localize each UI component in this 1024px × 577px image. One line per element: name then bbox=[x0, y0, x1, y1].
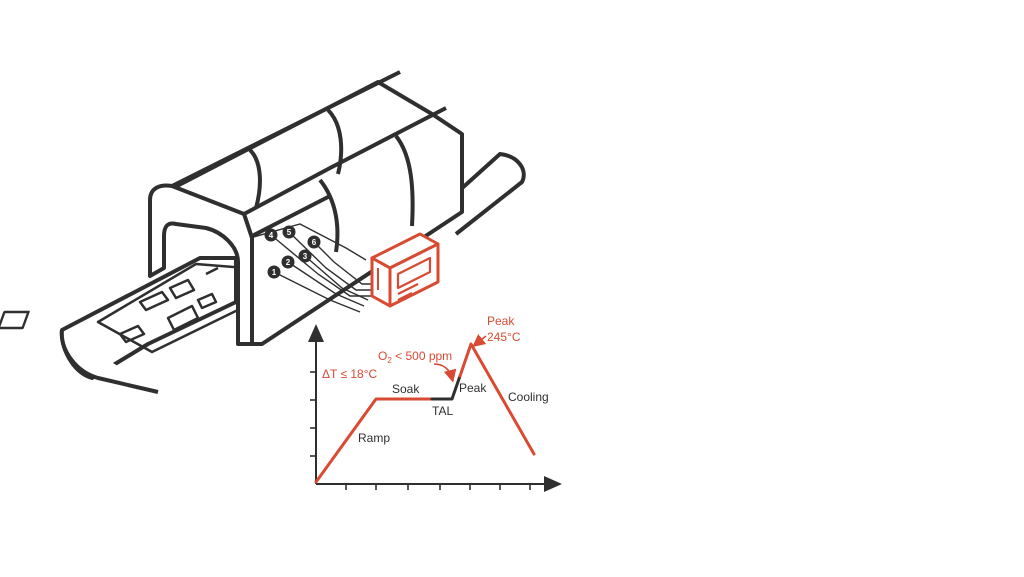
data-logger-icon bbox=[370, 232, 440, 308]
thermocouple-bead-icon: 3 bbox=[298, 249, 312, 263]
ramp-label: Ramp bbox=[358, 431, 390, 445]
peak-cooling-segment bbox=[458, 342, 536, 456]
o2-label: O2 < 500 ppm bbox=[378, 349, 452, 365]
profile-labels: ΔT ≤ 18°C O2 < 500 ppm Peak 245°C Soak R… bbox=[322, 314, 549, 445]
bead-label-6: 6 bbox=[312, 238, 317, 247]
thermocouple-bead-icon: 4 bbox=[264, 228, 278, 242]
ramp-soak-segment bbox=[314, 397, 434, 484]
peak-temp-label: 245°C bbox=[487, 330, 521, 344]
bead-label-1: 1 bbox=[272, 268, 277, 277]
soak-label: Soak bbox=[392, 382, 420, 396]
cooling-label: Cooling bbox=[508, 390, 549, 404]
peak-arrow bbox=[472, 334, 487, 347]
thermocouple-beads: 1 2 3 4 5 6 bbox=[264, 225, 321, 279]
thermocouple-bead-icon: 6 bbox=[307, 235, 321, 249]
peak-title-label: Peak bbox=[487, 314, 515, 328]
delta-t-label: ΔT ≤ 18°C bbox=[322, 367, 378, 381]
tal-segment bbox=[430, 374, 462, 401]
peak-phase-label: Peak bbox=[459, 381, 487, 395]
bead-label-5: 5 bbox=[287, 228, 292, 237]
oven-body bbox=[148, 70, 464, 346]
thermocouple-bead-icon: 1 bbox=[267, 265, 281, 279]
bead-label-3: 3 bbox=[303, 252, 308, 261]
bead-label-2: 2 bbox=[286, 258, 291, 267]
annotation-arrows bbox=[433, 334, 487, 383]
tal-label: TAL bbox=[432, 404, 453, 418]
thermocouple-bead-icon: 2 bbox=[281, 255, 295, 269]
profile-ticks bbox=[310, 371, 531, 490]
thermocouple-bead-icon: 5 bbox=[282, 225, 296, 239]
bead-label-4: 4 bbox=[269, 231, 274, 240]
profile-axes bbox=[308, 324, 562, 492]
profile-curve bbox=[314, 342, 536, 484]
o2-arrow bbox=[433, 363, 457, 383]
